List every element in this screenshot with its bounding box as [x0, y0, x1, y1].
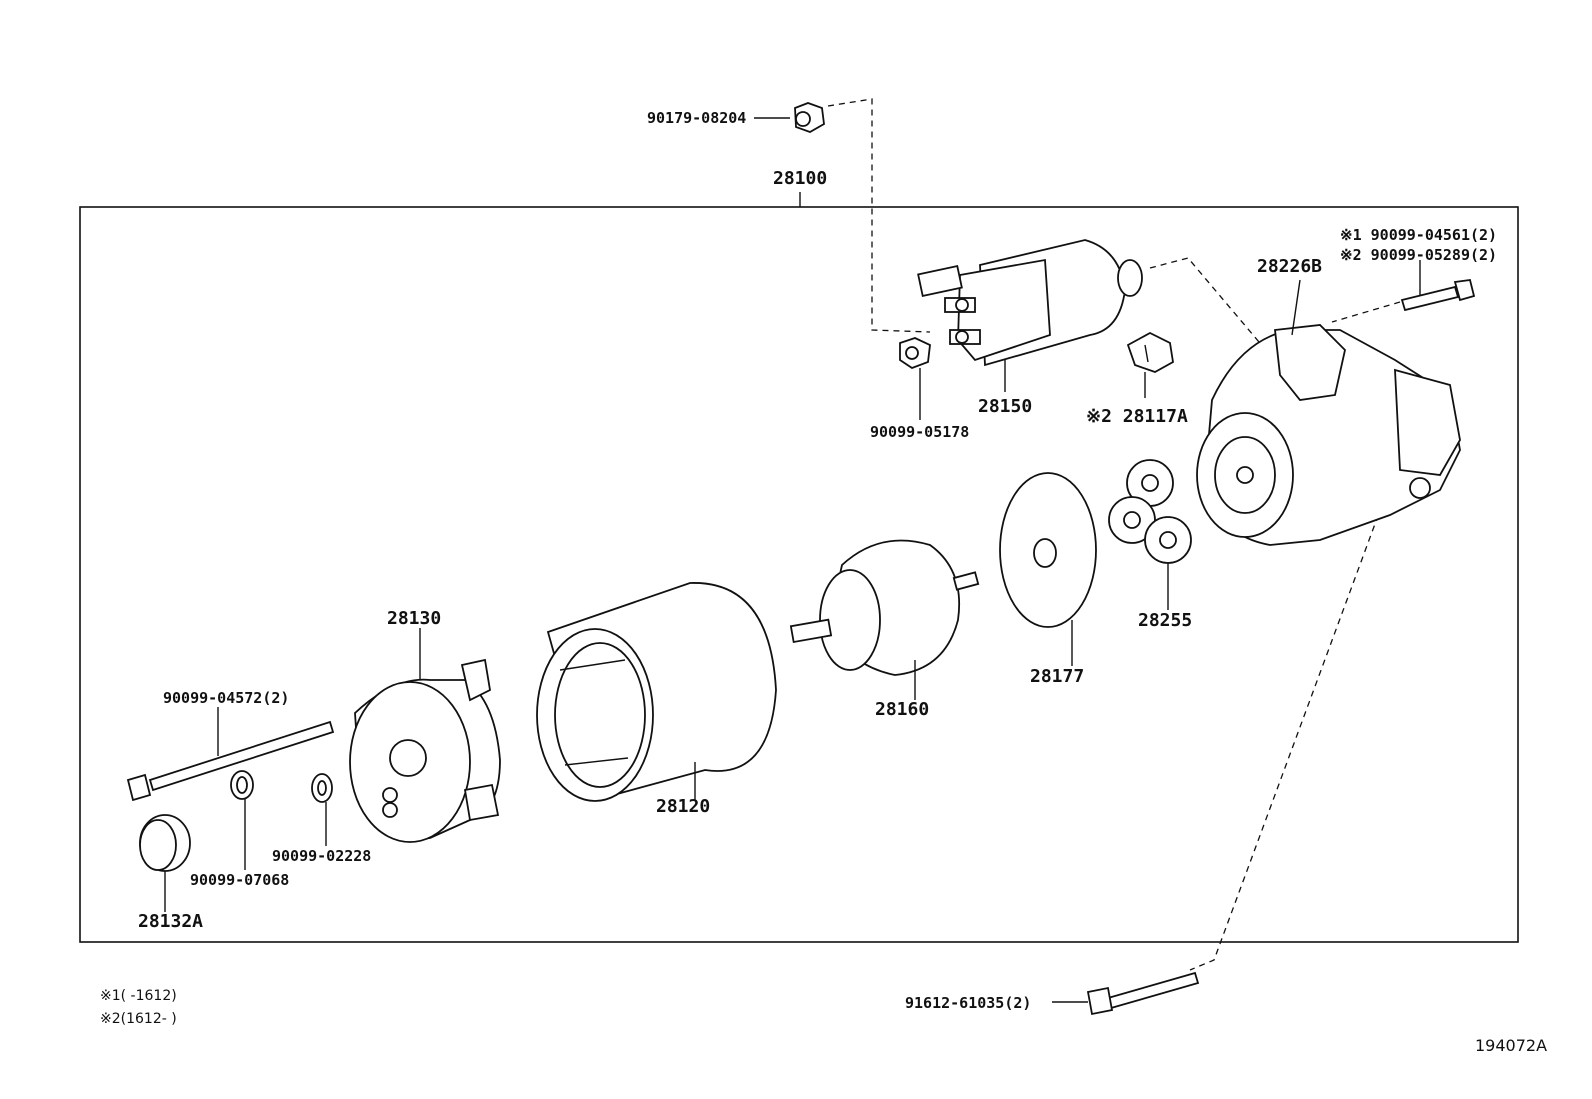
- label-90099-02228: 90099-02228: [272, 847, 371, 865]
- gears-28255: [1108, 459, 1192, 564]
- figure-id: 194072A: [1475, 1036, 1547, 1055]
- dash-solenoid-to-housing: [1149, 257, 1271, 356]
- solenoid-28150: [917, 239, 1143, 367]
- label-90099-04572: 90099-04572(2): [163, 689, 289, 707]
- label-90099-07068: 90099-07068: [190, 871, 289, 889]
- bolt-90099-04561: [1400, 279, 1476, 312]
- label-bolt-note-2: ※2 90099-05289(2): [1340, 246, 1497, 264]
- nut-90099-05178: [899, 337, 931, 370]
- label-91612-61035: 91612-61035(2): [905, 994, 1031, 1012]
- legend-note-2: ※2(1612- ): [100, 1011, 177, 1027]
- washer-90099-02228: [311, 773, 333, 803]
- label-28100: 28100: [773, 168, 827, 189]
- plate-28177: [999, 472, 1097, 628]
- through-bolt-90099-04572: [126, 720, 335, 802]
- ring-90099-07068: [230, 770, 254, 800]
- yoke-28120: [536, 582, 777, 802]
- assembly-frame: [79, 206, 1519, 943]
- label-28130: 28130: [387, 608, 441, 629]
- legend-note-1: ※1( -1612): [100, 988, 177, 1004]
- label-28255: 28255: [1138, 610, 1192, 631]
- label-28117A: ※2 28117A: [1086, 406, 1188, 427]
- leader-28226B: [1291, 279, 1301, 336]
- dash-bolt-to-housing: [1331, 301, 1401, 323]
- label-28120: 28120: [656, 796, 710, 817]
- label-28150: 28150: [978, 396, 1032, 417]
- end-frame-28130: [349, 658, 501, 843]
- label-28160: 28160: [875, 699, 929, 720]
- cap-28132A: [139, 814, 191, 872]
- label-90099-05178: 90099-05178: [870, 423, 969, 441]
- plunger-28117A: [1126, 331, 1174, 373]
- label-28132A: 28132A: [138, 911, 203, 932]
- armature-28160: [789, 539, 980, 676]
- label-bolt-note-1: ※1 90099-04561(2): [1340, 226, 1497, 244]
- bolt-91612-61035: [1086, 971, 1200, 1016]
- label-90179-08204: 90179-08204: [647, 109, 746, 127]
- housing-28226B: [1196, 324, 1461, 546]
- nut-90179-08204: [794, 102, 825, 133]
- dash-nut-to-solenoid: [827, 98, 931, 333]
- label-28177: 28177: [1030, 666, 1084, 687]
- label-28226B: 28226B: [1257, 256, 1322, 277]
- dash-housing-to-bolt: [1189, 504, 1383, 971]
